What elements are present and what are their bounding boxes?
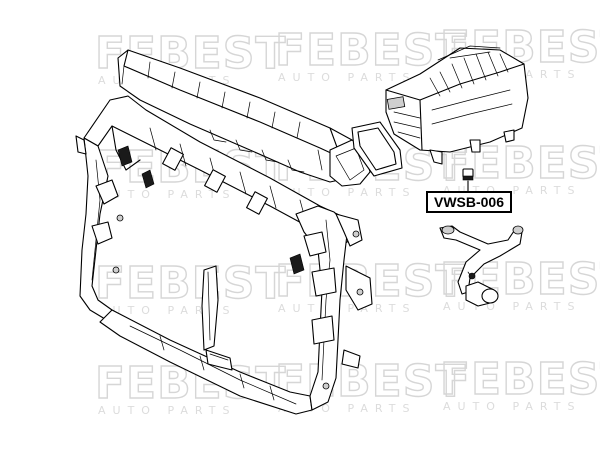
watermark-brand: FEBEST: [440, 354, 600, 405]
watermark-tagline: AUTO PARTS: [443, 400, 581, 413]
bracket-arm: [439, 225, 524, 307]
watermark-tagline: AUTO PARTS: [278, 302, 416, 315]
watermark-brand: FEBEST: [95, 258, 286, 309]
watermark-tagline: AUTO PARTS: [278, 71, 416, 84]
watermark-tagline: AUTO PARTS: [443, 300, 581, 313]
watermark-7: FEBEST AUTO PARTS: [94, 257, 286, 317]
part-number-label: VWSB-006: [426, 191, 512, 213]
watermark-tagline: AUTO PARTS: [98, 304, 236, 317]
mounting-bush: [462, 168, 474, 192]
watermark-tagline: AUTO PARTS: [98, 188, 236, 201]
watermark-12: FEBEST AUTO PARTS: [439, 353, 600, 413]
front-frame: [75, 95, 373, 415]
watermark-tagline: AUTO PARTS: [278, 186, 416, 199]
watermark-2: FEBEST AUTO PARTS: [274, 24, 466, 84]
watermark-tagline: AUTO PARTS: [98, 404, 236, 417]
seal-gasket: [351, 121, 403, 177]
air-filter-housing: [385, 45, 529, 165]
air-duct: [117, 49, 371, 187]
